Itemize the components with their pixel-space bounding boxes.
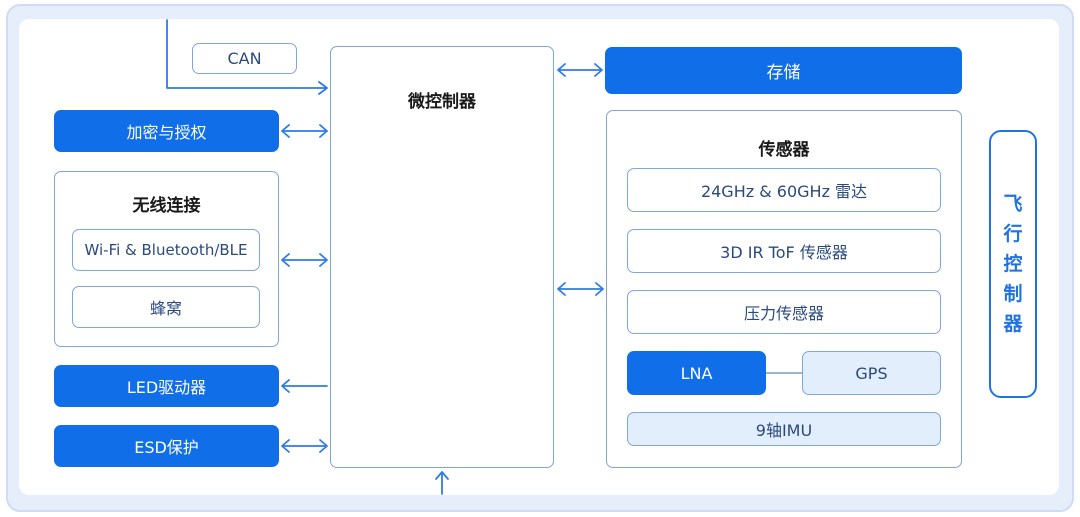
cellular-box: 蜂窝 [72,286,260,328]
led-arrow [281,379,328,393]
flight-controller-char-5: 器 [1003,313,1023,335]
led-driver-label: LED驱动器 [126,378,207,397]
radar-label: 24GHz & 60GHz 雷达 [700,182,868,201]
bottom-input-arrow [435,471,449,495]
esd-arrow [281,439,328,453]
radar-box: 24GHz & 60GHz 雷达 [627,168,941,212]
imu-label: 9轴IMU [755,421,813,440]
imu-box: 9轴IMU [627,412,941,446]
esd-box: ESD保护 [54,425,279,467]
can-feed-arrow [166,19,328,95]
can-label: CAN [227,49,262,68]
wifi-bluetooth-box: Wi-Fi & Bluetooth/BLE [72,229,260,271]
lna-label: LNA [680,363,713,383]
tof-label: 3D IR ToF 传感器 [720,243,848,262]
wireless-arrow [281,253,328,267]
gps-label: GPS [855,363,888,383]
wireless-title: 无线连接 [132,196,201,216]
cellular-label: 蜂窝 [149,299,182,318]
can-box: CAN [192,43,297,74]
flight-controller-char-3: 控 [1003,253,1023,275]
storage-label: 存储 [766,63,801,83]
led-driver-box: LED驱动器 [54,365,279,407]
flight-controller-char-4: 制 [1003,283,1023,305]
sensors-title: 传感器 [758,140,810,160]
pressure-box: 压力传感器 [627,290,941,334]
sensors-arrow [557,282,604,296]
tof-box: 3D IR ToF 传感器 [627,229,941,273]
gps-box: GPS [802,351,941,395]
storage-box: 存储 [605,47,962,94]
flight-controller-box: 飞 行 控 制 器 [989,130,1037,398]
pressure-label: 压力传感器 [743,304,824,323]
encryption-arrow [281,124,328,138]
encryption-box: 加密与授权 [54,110,279,152]
mcu-label: 微控制器 [408,92,476,112]
encryption-label: 加密与授权 [126,123,207,142]
storage-arrow [557,63,603,77]
esd-label: ESD保护 [134,438,199,457]
flight-controller-char-2: 行 [1003,223,1023,245]
wifi-bluetooth-label: Wi-Fi & Bluetooth/BLE [84,241,248,259]
mcu-box: 微控制器 [330,46,554,468]
flight-controller-char-1: 飞 [1003,193,1023,215]
lna-box: LNA [627,351,766,395]
